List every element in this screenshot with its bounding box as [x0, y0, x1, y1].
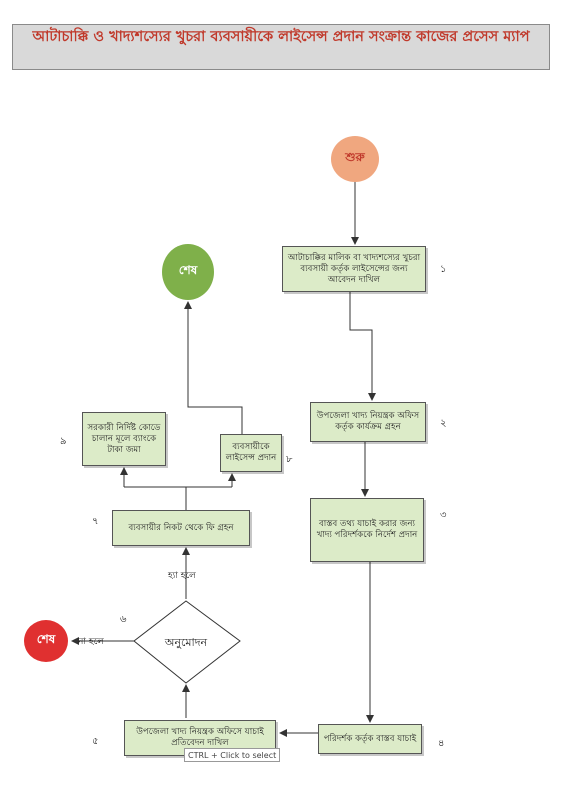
decision-label: অনুমোদন — [164, 636, 208, 649]
step-1-number: ১ — [440, 264, 447, 275]
yes-branch-label: হ্যা হলে — [168, 571, 196, 581]
step-7-box: ব্যবসায়ীর নিকট থেকে ফি গ্রহন — [112, 510, 250, 546]
step-3-number: ৩ — [440, 510, 447, 521]
step-8-box: ব্যবসায়ীকে লাইসেন্স প্রদান — [220, 434, 282, 472]
select-tooltip: CTRL + Click to select — [184, 748, 280, 762]
start-circle: শুরু — [331, 136, 379, 182]
step-4-box: পরিদর্শক কর্তৃক বাস্তব যাচাই — [318, 724, 422, 754]
step-1-box: আটাচাক্কির মালিক বা খাদ্যশস্যের খুচরা ব্… — [282, 246, 426, 292]
page-title: আটাচাক্কি ও খাদ্যশস্যের খুচরা ব্যবসায়ীক… — [12, 24, 550, 70]
arrow-step8-to-end — [184, 301, 243, 434]
end-circle-approved: শেষ — [162, 244, 214, 300]
arrow-step1-to-step2 — [349, 292, 376, 401]
step-4-number: ৪ — [438, 738, 445, 749]
step-3-box: বাস্তব তথ্য যাচাই করার জন্য খাদ্য পরিদর্… — [310, 498, 424, 562]
step-9-box: সরকারী নির্দিষ্ট কোডে চালান মূলে ব্যাংকে… — [82, 412, 166, 466]
step-5-number: ৫ — [92, 736, 99, 747]
step-7-number: ৭ — [92, 516, 99, 527]
step-2-number: ২ — [440, 418, 447, 429]
no-branch-label: না হলে — [78, 637, 104, 647]
step-2-box: উপজেলা খাদ্য নিয়ন্ত্রক অফিস কর্তৃক কার্… — [310, 402, 426, 442]
step-6-number: ৬ — [120, 614, 127, 625]
end-circle-rejected: শেষ — [24, 620, 68, 662]
step-9-number: ৯ — [60, 436, 67, 447]
step-8-number: ৮ — [286, 454, 293, 465]
decision-diamond — [133, 600, 241, 684]
